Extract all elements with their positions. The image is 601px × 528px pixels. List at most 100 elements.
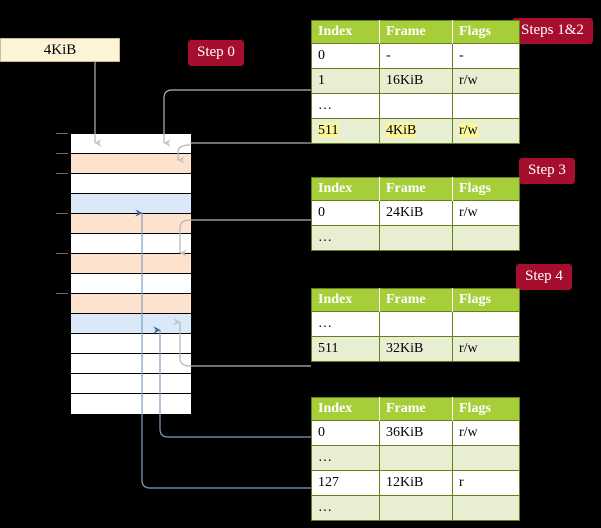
table-cell-flags (452, 225, 520, 251)
table-cell-flags: r (452, 470, 520, 496)
table-cell-flags: r/w (452, 200, 520, 226)
col-header-flags: Flags (452, 397, 520, 421)
memory-frame-row (71, 354, 191, 374)
table-cell-index: 0 (311, 200, 380, 226)
table-cell-flags: r/w (452, 336, 520, 362)
table-cell-flags (452, 93, 520, 119)
table-row: … (311, 311, 520, 337)
memory-frame-row (71, 154, 191, 174)
table-cell-frame: 32KiB (379, 336, 453, 362)
table-cell-index: … (311, 495, 380, 521)
table-cell-flags: - (452, 43, 520, 69)
table-cell-index: 511 (311, 118, 380, 144)
highlighted-value: 4KiB (386, 123, 417, 138)
table-header-row: Index Frame Flags (311, 177, 520, 201)
table-cell-flags (452, 311, 520, 337)
col-header-index: Index (311, 177, 380, 201)
col-header-frame: Frame (379, 177, 453, 201)
table-cell-index: 0 (311, 420, 380, 446)
memory-frame-tick (56, 173, 68, 174)
table-header-row: Index Frame Flags (311, 20, 520, 44)
table-cell-frame (379, 495, 453, 521)
table-cell-index: 127 (311, 470, 380, 496)
table-cell-frame: 24KiB (379, 200, 453, 226)
table-cell-flags: r/w (452, 68, 520, 94)
table-cell-frame: 36KiB (379, 420, 453, 446)
memory-frame-tick (56, 153, 68, 154)
memory-frame-row (71, 274, 191, 294)
memory-frame-tick (56, 293, 68, 294)
table-row: … (311, 445, 520, 471)
table-row: 511 4KiB r/w (311, 118, 520, 144)
badge-step-4: Step 4 (516, 264, 572, 290)
memory-frame-row (71, 334, 191, 354)
memory-frame-tick (56, 253, 68, 254)
badge-step-0: Step 0 (188, 40, 244, 66)
col-header-flags: Flags (452, 177, 520, 201)
col-header-index: Index (311, 20, 380, 44)
col-header-frame: Frame (379, 397, 453, 421)
table-cell-frame: - (379, 43, 453, 69)
memory-frame-row (71, 174, 191, 194)
table-cell-index: … (311, 445, 380, 471)
memory-frame-row (71, 294, 191, 314)
table-cell-frame (379, 225, 453, 251)
table-cell-frame (379, 311, 453, 337)
memory-frame-row (71, 374, 191, 394)
col-header-index: Index (311, 288, 380, 312)
memory-frame-tick (56, 133, 68, 134)
table-cell-index: 0 (311, 43, 380, 69)
table-row: … (311, 93, 520, 119)
frame-size-box: 4KiB (0, 38, 120, 62)
frame-size-label: 4KiB (43, 41, 77, 58)
col-header-flags: Flags (452, 288, 520, 312)
col-header-frame: Frame (379, 288, 453, 312)
table-header-row: Index Frame Flags (311, 288, 520, 312)
table-cell-frame (379, 93, 453, 119)
memory-frame-row (71, 394, 191, 414)
memory-frame-row (71, 134, 191, 154)
table-row: … (311, 495, 520, 521)
memory-frame-row (71, 314, 191, 334)
physical-memory-column (70, 133, 191, 414)
col-header-flags: Flags (452, 20, 520, 44)
badge-steps-1-2: Steps 1&2 (512, 18, 593, 44)
col-header-frame: Frame (379, 20, 453, 44)
memory-frame-tick (56, 213, 68, 214)
table-cell-flags: r/w (452, 420, 520, 446)
table-cell-index: … (311, 225, 380, 251)
table-cell-frame: 12KiB (379, 470, 453, 496)
col-header-index: Index (311, 397, 380, 421)
memory-frame-row (71, 194, 191, 214)
table-cell-frame (379, 445, 453, 471)
table-row: … (311, 225, 520, 251)
table-row: 0-- (311, 43, 520, 69)
table-cell-frame: 4KiB (379, 118, 453, 144)
memory-frame-row (71, 214, 191, 234)
highlighted-value: r/w (459, 123, 478, 138)
memory-frame-row (71, 254, 191, 274)
table-cell-index: … (311, 93, 380, 119)
table-header-row: Index Frame Flags (311, 397, 520, 421)
table-cell-index: … (311, 311, 380, 337)
highlighted-value: 511 (318, 123, 339, 138)
table-cell-flags: r/w (452, 118, 520, 144)
table-cell-frame: 16KiB (379, 68, 453, 94)
table-cell-index: 511 (311, 336, 380, 362)
table-cell-index: 1 (311, 68, 380, 94)
table-cell-flags (452, 495, 520, 521)
